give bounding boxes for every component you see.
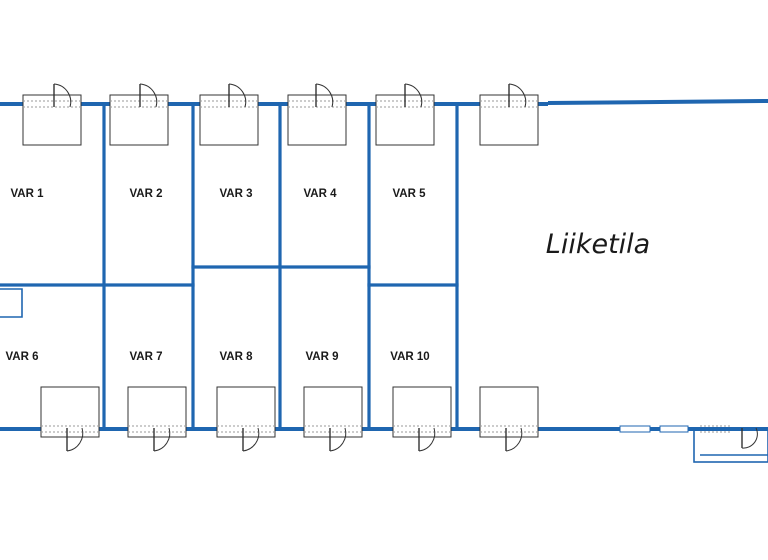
door-var2 (109, 83, 169, 146)
room-label-var4: VAR 4 (303, 188, 337, 200)
door-var9 (303, 386, 363, 452)
interior-walls (0, 102, 768, 463)
door-entrance (700, 425, 758, 449)
room-label-var1: VAR 1 (10, 188, 44, 200)
room-label-var8: VAR 8 (219, 351, 253, 363)
room-label-var2: VAR 2 (129, 188, 162, 200)
room-label-var6: VAR 6 (5, 351, 38, 363)
door-liiketila-bottom (479, 386, 539, 452)
door-var3 (199, 83, 259, 146)
windows (619, 425, 689, 433)
door-var1 (22, 83, 82, 146)
door-liiketila-top (479, 83, 539, 146)
door-var8 (216, 386, 276, 452)
door-var10 (392, 386, 452, 452)
bottom-doors (40, 386, 758, 452)
room-labels: VAR 1 VAR 2 VAR 3 VAR 4 VAR 5 VAR 6 VAR … (5, 188, 650, 363)
top-doors (22, 83, 539, 146)
door-var7 (127, 386, 187, 452)
room-label-var9: VAR 9 (305, 351, 338, 363)
door-var4 (287, 83, 347, 146)
room-label-var3: VAR 3 (219, 188, 252, 200)
room-label-var7: VAR 7 (129, 351, 162, 363)
exterior-walls (0, 99, 768, 431)
door-var5 (375, 83, 435, 146)
business-space-label: Liiketila (546, 229, 650, 260)
door-var6 (40, 386, 100, 452)
room-label-var5: VAR 5 (392, 188, 426, 200)
room-label-var10: VAR 10 (390, 351, 429, 363)
